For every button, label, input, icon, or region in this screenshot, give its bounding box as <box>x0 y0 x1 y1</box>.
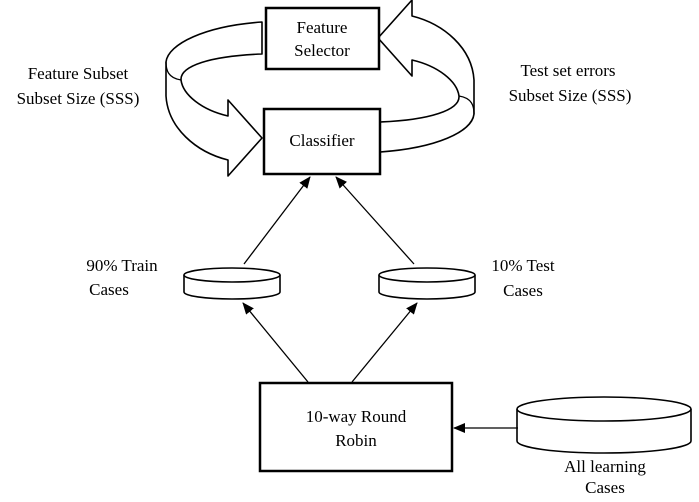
classifier-label: Classifier <box>289 131 354 150</box>
round-robin-label-line2: Robin <box>335 431 377 450</box>
feature-selector-node: Feature Selector <box>264 6 381 71</box>
train-cases-label-line2: Cases <box>89 280 129 299</box>
all-cases-label-line2: Cases <box>585 478 625 497</box>
left-loop-arrow <box>165 21 263 177</box>
all-cases-cylinder <box>516 396 692 454</box>
round-robin-box <box>258 381 454 473</box>
classifier-box <box>262 107 382 176</box>
right-loop-label-line1: Test set errors <box>520 61 615 80</box>
right-loop-label-line2: Subset Size (SSS) <box>509 86 632 105</box>
left-loop-label-line1: Feature Subset <box>28 64 129 83</box>
train-cases-label-line1: 90% Train <box>86 256 158 275</box>
feature-selector-label-line1: Feature <box>297 18 348 37</box>
test-cases-cylinder <box>378 267 476 300</box>
arrow-round-robin-to-train <box>242 302 309 383</box>
feature-selector-label-line2: Selector <box>294 41 350 60</box>
all-cases-label-line1: All learning <box>564 457 646 476</box>
arrow-train-to-classifier <box>243 176 311 265</box>
classifier-node: Classifier <box>262 107 382 176</box>
test-cases-label-line2: Cases <box>503 281 543 300</box>
test-cases-label-line1: 10% Test <box>491 256 554 275</box>
train-cases-cylinder <box>183 267 281 300</box>
feature-selector-box <box>264 6 381 71</box>
arrow-round-robin-to-test <box>351 302 418 383</box>
round-robin-node: 10-way Round Robin <box>258 381 454 473</box>
round-robin-label-line1: 10-way Round <box>306 407 407 426</box>
arrow-test-to-classifier <box>335 176 415 265</box>
left-loop-label-line2: Subset Size (SSS) <box>17 89 140 108</box>
right-loop-arrow <box>377 0 475 153</box>
